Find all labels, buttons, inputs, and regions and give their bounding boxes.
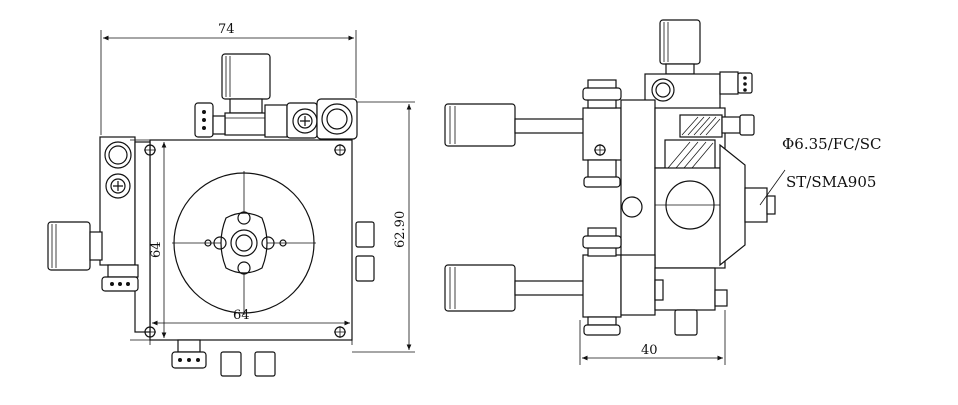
left-bottom-adjuster bbox=[101, 264, 139, 292]
top-knob bbox=[194, 53, 358, 140]
connector-label-2: ST/SMA905 bbox=[786, 173, 876, 191]
dim-overall-width: 74 bbox=[218, 22, 235, 37]
front-view: 74 64 64 62.90 bbox=[47, 22, 415, 377]
center-mount bbox=[172, 171, 316, 315]
side-view: Φ6.35/FC/SC ST/SMA905 40 bbox=[444, 19, 881, 365]
connector-label-1: Φ6.35/FC/SC bbox=[782, 135, 881, 153]
bottom-knobs bbox=[171, 339, 276, 377]
dim-depth: 40 bbox=[641, 343, 658, 358]
dim-block-width: 64 bbox=[233, 308, 250, 323]
section-hatch bbox=[664, 114, 723, 171]
left-knob bbox=[47, 221, 103, 271]
dim-block-height: 64 bbox=[149, 241, 164, 258]
right-knob-upper bbox=[355, 221, 375, 248]
right-knob-lower bbox=[355, 255, 375, 282]
dim-overall-height: 62.90 bbox=[393, 211, 408, 248]
